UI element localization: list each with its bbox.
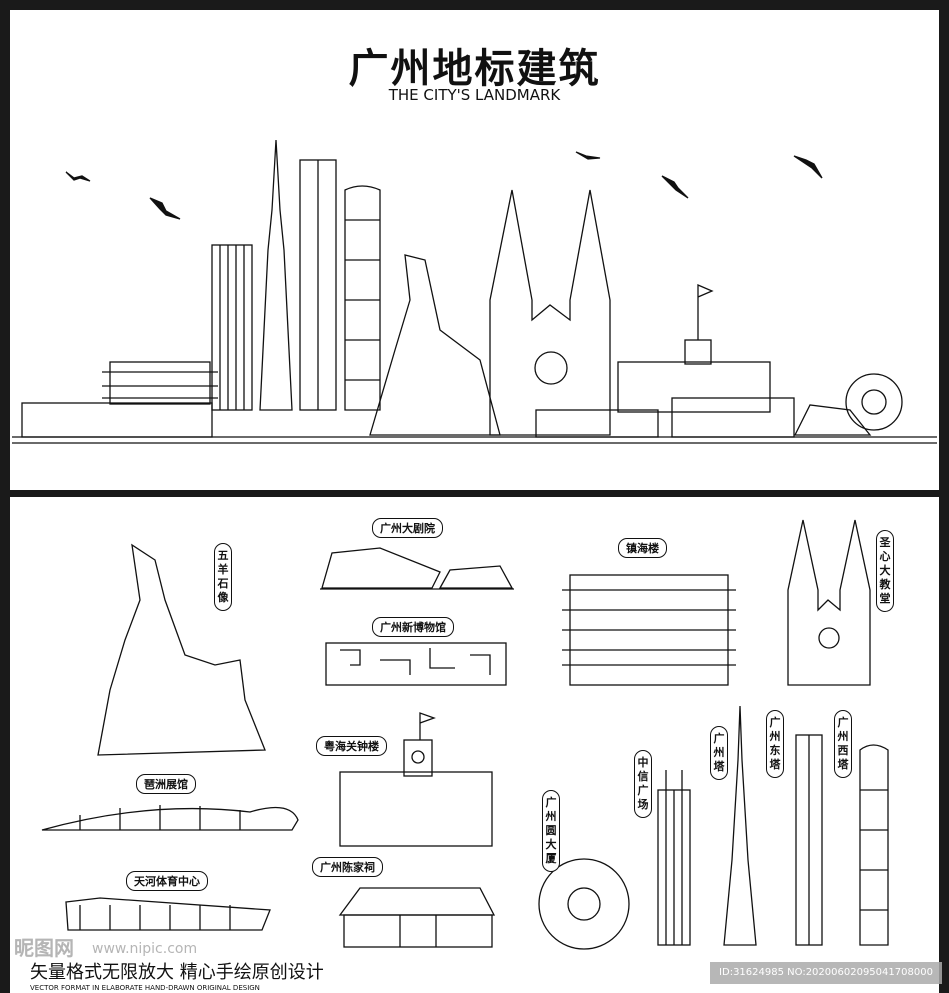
label-citic-plaza: 中信广场 xyxy=(634,750,652,818)
label-customs-clock: 粤海关钟楼 xyxy=(316,736,387,756)
slogan-english: VECTOR FORMAT IN ELABORATE HAND-DRAWN OR… xyxy=(30,984,260,992)
tianhe-sports-center xyxy=(65,897,271,931)
grand-theatre xyxy=(320,547,514,590)
label-circle-building: 广州圆大厦 xyxy=(542,790,560,872)
chen-clan-academy xyxy=(338,887,496,948)
five-rams-statue xyxy=(97,543,266,756)
label-sacred-heart: 圣心大教堂 xyxy=(876,530,894,612)
watermark-url: www.nipic.com xyxy=(92,941,198,957)
customs-clock-tower xyxy=(339,712,493,847)
zhenhai-tower xyxy=(562,574,736,686)
label-new-museum: 广州新博物馆 xyxy=(372,617,454,637)
label-canton-tower: 广州塔 xyxy=(710,726,728,780)
west-tower xyxy=(859,744,889,946)
label-zhenhai-tower: 镇海楼 xyxy=(618,538,667,558)
image-id-badge: ID:31624985 NO:20200602095041708000 xyxy=(710,962,942,984)
watermark-logo: 昵图网 xyxy=(14,936,74,960)
sacred-heart-cathedral xyxy=(787,519,871,686)
bottom-panel xyxy=(10,497,939,993)
bird-icon xyxy=(65,171,91,182)
label-west-tower: 广州西塔 xyxy=(834,710,852,778)
slogan: 矢量格式无限放大 精心手绘原创设计 xyxy=(30,962,324,983)
bird-icon xyxy=(575,151,601,160)
circle-building xyxy=(538,858,630,950)
bird-icon xyxy=(661,175,689,199)
canton-tower xyxy=(723,705,757,946)
poster-title: 广州地标建筑 xyxy=(348,46,601,92)
bird-icon xyxy=(793,155,823,179)
pazhou-exhibition xyxy=(41,805,299,831)
skyline xyxy=(12,139,937,444)
label-five-rams: 五羊石像 xyxy=(214,543,232,611)
bird-icon xyxy=(149,197,181,220)
label-grand-theatre: 广州大剧院 xyxy=(372,518,443,538)
new-museum xyxy=(325,642,507,686)
label-tianhe-sports: 天河体育中心 xyxy=(126,871,208,891)
label-pazhou: 琶洲展馆 xyxy=(136,774,196,794)
label-east-tower: 广州东塔 xyxy=(766,710,784,778)
east-tower xyxy=(795,734,823,946)
poster-subtitle: THE CITY'S LANDMARK xyxy=(388,86,561,104)
citic-plaza xyxy=(657,770,691,946)
label-chen-clan: 广州陈家祠 xyxy=(312,857,383,877)
top-panel xyxy=(10,10,939,490)
